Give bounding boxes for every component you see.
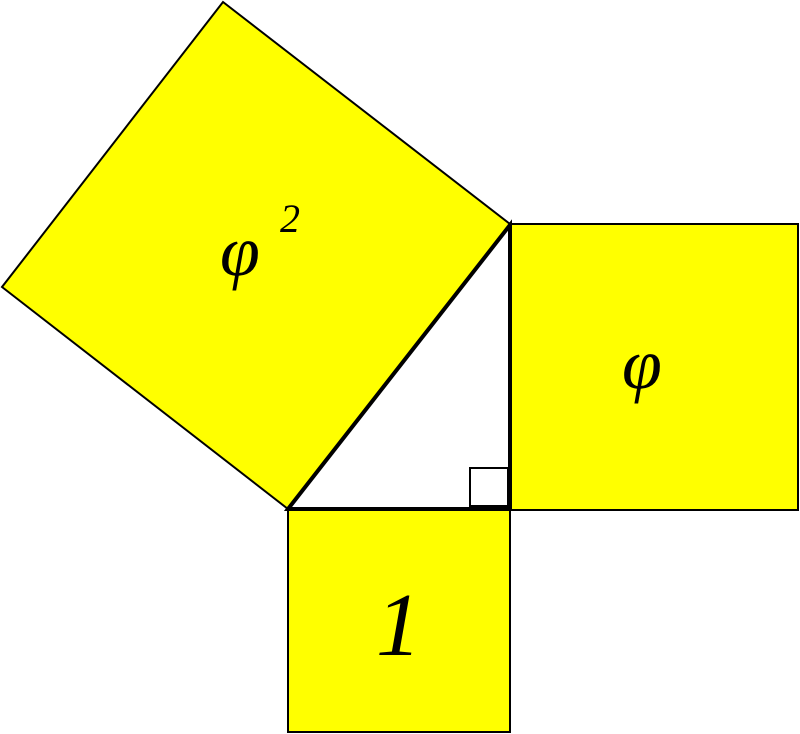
hypotenuse-square-exponent: 2 [280,196,300,241]
horizontal-leg-square-label: 1 [376,576,421,675]
horizontal-leg-square [287,509,511,733]
vertical-leg-square [510,223,799,511]
right-triangle [283,219,512,511]
hypotenuse-square-label: φ [220,211,260,291]
right-angle-marker [469,467,509,507]
vertical-leg-square-label: φ [622,324,662,404]
